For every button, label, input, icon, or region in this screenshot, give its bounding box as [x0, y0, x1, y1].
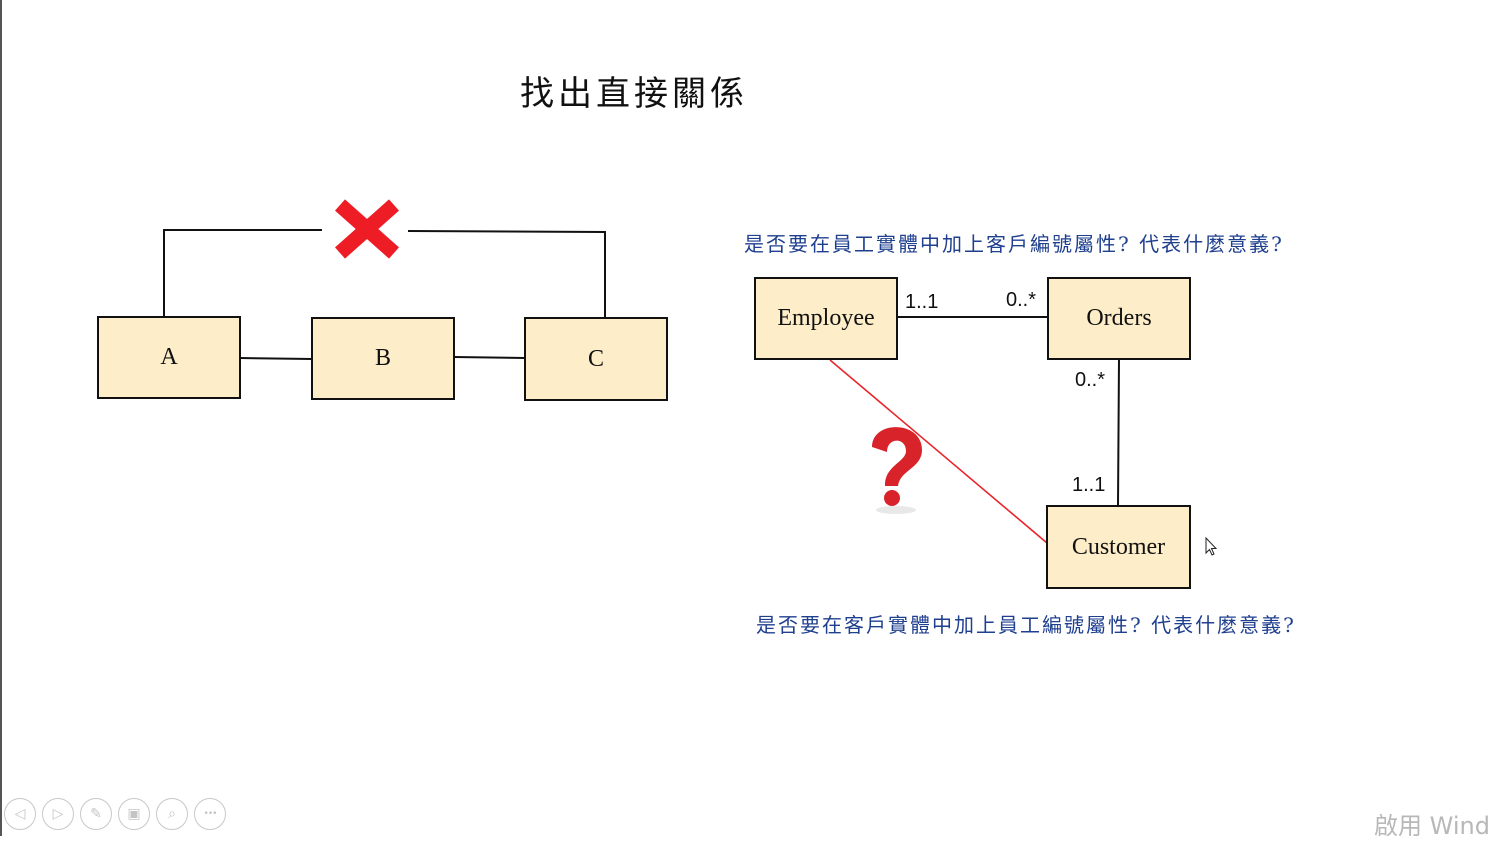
cross-icon	[335, 199, 399, 259]
zoom-icon[interactable]: ⌕	[156, 798, 188, 830]
question-bottom: 是否要在客戶實體中加上員工編號屬性? 代表什麼意義?	[756, 613, 1296, 637]
entity-box-customer: Customer	[1046, 505, 1191, 589]
b-c-link	[453, 356, 526, 359]
multiplicity-orders-side-employee: 0..*	[1006, 289, 1037, 311]
orders-customer-link	[1117, 358, 1120, 507]
entity-label-c: C	[587, 345, 604, 372]
activation-watermark: 啟用 Wind	[1374, 812, 1490, 840]
slides-icon[interactable]: ▣	[118, 798, 150, 830]
next-icon[interactable]: ▷	[42, 798, 74, 830]
entity-label-b: B	[374, 345, 391, 371]
multiplicity-customer-side: 1..1	[1072, 474, 1106, 496]
entity-box-b: B	[311, 317, 455, 400]
pen-icon[interactable]: ✎	[80, 798, 112, 830]
multiplicity-employee-side: 1..1	[905, 291, 939, 313]
multiplicity-orders-side-customer: 0..*	[1075, 369, 1106, 391]
slide-title: 找出直接關係	[520, 74, 748, 114]
a-c-direct-link	[163, 229, 322, 316]
entity-label-customer: Customer	[1071, 533, 1166, 560]
question-mark-icon	[872, 427, 922, 514]
window-left-border	[0, 0, 2, 836]
prev-icon[interactable]: ◁	[4, 798, 36, 830]
entity-label-orders: Orders	[1086, 305, 1152, 331]
entity-label-employee: Employee	[777, 305, 875, 331]
entity-box-employee: Employee	[754, 277, 898, 360]
entity-box-orders: Orders	[1047, 277, 1191, 360]
entity-box-c: C	[524, 317, 668, 401]
question-top: 是否要在員工實體中加上客戶編號屬性? 代表什麼意義?	[744, 232, 1284, 256]
entity-box-a: A	[97, 316, 241, 399]
a-c-direct-link-right	[407, 230, 606, 318]
employee-customer-questionable-link	[829, 359, 1048, 544]
more-icon[interactable]: •••	[194, 798, 226, 830]
a-b-link	[239, 357, 313, 360]
mouse-cursor-icon	[1205, 536, 1218, 556]
entity-label-a: A	[160, 344, 178, 370]
slideshow-controls: ◁ ▷ ✎ ▣ ⌕ •••	[4, 798, 226, 830]
